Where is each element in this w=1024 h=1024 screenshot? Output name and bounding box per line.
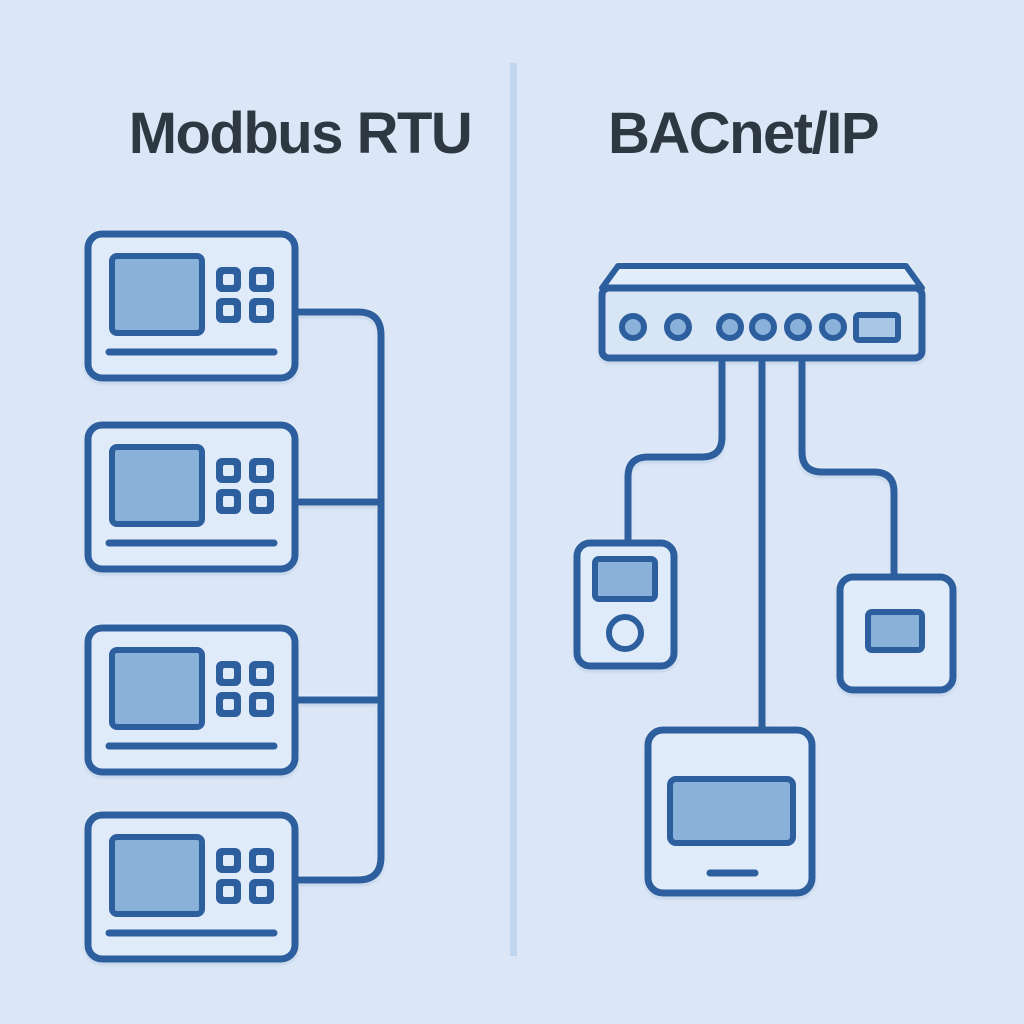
right-panel-title: BACnet/IP [607, 101, 880, 166]
switch-port-led-5 [784, 313, 812, 341]
switch-port-led-3 [716, 313, 744, 341]
modbus-bus-wiring [289, 308, 385, 884]
rtu-controller-icon-2 [88, 425, 295, 569]
bacnet-star-wiring [624, 354, 898, 737]
sensor-icon [573, 539, 678, 670]
rtu-controller-icon-4 [88, 815, 295, 959]
switch-port-led-2 [664, 313, 692, 341]
switch-port-led-1 [619, 313, 647, 341]
switch-uplink-port [853, 312, 901, 343]
network-switch-icon [598, 263, 926, 362]
left-panel-title: Modbus RTU [128, 101, 473, 166]
thermostat-icon [644, 726, 816, 897]
panel-divider [510, 63, 517, 956]
switch-port-led-4 [749, 313, 777, 341]
io-module-icon [836, 573, 957, 694]
rtu-controller-icon-3 [88, 628, 295, 772]
sensor-dial [606, 614, 644, 652]
rtu-controller-icon-1 [88, 234, 295, 378]
switch-port-led-6 [819, 313, 847, 341]
